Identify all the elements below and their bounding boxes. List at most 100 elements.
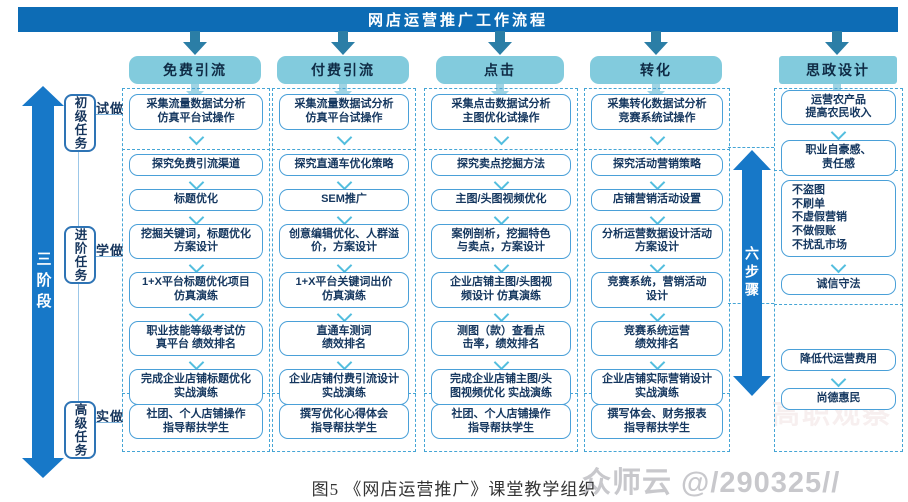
figure-caption: 图5 《网店运营推广》课堂教学组织 <box>311 480 597 499</box>
dashed-divider <box>122 149 270 150</box>
three-stages-arrow: 三阶段 <box>22 86 64 478</box>
stage-box-senior: 高级任务 <box>64 401 96 459</box>
down-chevron-icon <box>649 354 665 371</box>
down-chevron-icon <box>188 129 204 146</box>
column-header-conversion: 转化 <box>590 56 722 84</box>
column-clicks: 采集点击数据试分析 主图优化试操作 探究卖点挖掘方法 主图/头图视频优化 案例剖… <box>424 88 578 452</box>
down-chevron-icon <box>336 174 352 191</box>
down-arrow-icon <box>488 31 512 55</box>
down-chevron-icon <box>188 354 204 371</box>
task-box: 竞赛系统运营 绩效排名 <box>591 320 723 356</box>
task-box: 标题优化 <box>129 188 263 211</box>
column-header-clicks: 点击 <box>436 56 564 84</box>
down-chevron-icon <box>830 124 847 141</box>
dashed-divider <box>584 149 730 150</box>
task-box: SEM推广 <box>279 188 409 211</box>
task-box: 1+X平台关键词出价 仿真演练 <box>279 272 409 308</box>
task-box: 完成企业店铺主图/头 图视频优化 实战演练 <box>431 369 571 405</box>
column-header-free-traffic: 免费引流 <box>129 56 261 84</box>
phase-axis-label: 三阶段 <box>34 250 52 314</box>
step-axis-label: 六步骤 <box>744 246 760 300</box>
arrow-head-down-icon <box>22 458 64 478</box>
six-steps-arrow: 六步骤 <box>733 150 771 396</box>
task-box: 职业技能等级考试仿 真平台 绩效排名 <box>129 320 263 356</box>
column-ideology: 运营农产品 提高农民收入 职业自豪感、 责任感 不盗图 不刷单 不虚假营销 不做… <box>774 88 903 452</box>
arrow-head-up-icon <box>22 86 64 106</box>
down-chevron-icon <box>493 174 509 191</box>
dashed-divider <box>272 149 416 150</box>
stage-mode-label: 实做 <box>96 409 125 424</box>
task-box: 采集流量数据试分析 仿真平台试操作 <box>279 94 409 130</box>
task-box: 社团、个人店铺操作 指导帮扶学生 <box>431 403 571 440</box>
stage-box-advanced: 进阶任务 <box>64 226 96 284</box>
down-chevron-icon <box>649 174 665 191</box>
down-chevron-icon <box>649 129 665 146</box>
down-chevron-icon <box>493 209 509 225</box>
arrow-head-up-icon <box>733 150 771 170</box>
down-chevron-icon <box>493 306 509 322</box>
task-box: 撰写体会、财务报表 指导帮扶学生 <box>591 403 723 440</box>
down-chevron-icon <box>336 129 352 146</box>
task-box: 企业店铺实际营销设计 实战演练 <box>591 369 723 405</box>
stage-box-primary: 初级任务 <box>64 94 96 152</box>
mode-connector-line <box>96 114 122 115</box>
task-box: 企业店铺主图/头图视 频设计 仿真演练 <box>431 272 571 308</box>
down-arrow-icon <box>183 31 207 55</box>
column-free-traffic: 采集流量数据试分析 仿真平台试操作 探究免费引流渠道 标题优化 挖掘关键词，标题… <box>122 88 270 452</box>
down-arrow-icon <box>331 31 355 55</box>
task-box: 分析运营数据设计活动 方案设计 <box>591 223 723 259</box>
down-chevron-icon <box>649 257 665 274</box>
banner-title: 网店运营推广工作流程 <box>18 7 898 32</box>
task-box: 采集转化数据试分析 竞赛系统试操作 <box>591 94 723 130</box>
brand-watermark: 众师云 @/290325// <box>582 467 841 499</box>
task-box: 探究卖点挖掘方法 <box>431 154 571 176</box>
task-box: 降低代运营费用 <box>781 349 896 371</box>
down-chevron-icon <box>493 129 509 146</box>
task-box: 运营农产品 提高农民收入 <box>781 89 896 125</box>
task-box: 直通车测词 绩效排名 <box>279 320 409 356</box>
task-box: 完成企业店铺标题优化 实战演练 <box>129 369 263 405</box>
down-chevron-icon <box>336 354 352 371</box>
column-conversion: 采集转化数据试分析 竞赛系统试操作 探究活动营销策略 店铺营销活动设置 分析运营… <box>584 88 730 452</box>
column-paid-traffic: 采集流量数据试分析 仿真平台试操作 探究直通车优化策略 SEM推广 创意编辑优化… <box>272 88 416 452</box>
down-chevron-icon <box>830 371 847 388</box>
task-box: 店铺营销活动设置 <box>591 188 723 211</box>
down-chevron-icon <box>336 257 352 274</box>
task-box: 企业店铺付费引流设计 实战演练 <box>279 369 409 405</box>
task-box: 1+X平台标题优化项目 仿真演练 <box>129 272 263 308</box>
down-chevron-icon <box>649 209 665 225</box>
arrow-head-down-icon <box>733 376 771 396</box>
task-box: 主图/头图视频优化 <box>431 188 571 211</box>
down-arrow-icon <box>644 31 668 55</box>
down-chevron-icon <box>493 354 509 371</box>
task-box: 职业自豪感、 责任感 <box>781 140 896 176</box>
down-chevron-icon <box>188 209 204 225</box>
task-box: 探究直通车优化策略 <box>279 154 409 176</box>
stage-mode-label: 学做 <box>96 243 125 258</box>
dashed-line <box>728 147 774 148</box>
stage-mode-label: 试做 <box>96 101 125 116</box>
task-box: 探究免费引流渠道 <box>129 154 263 176</box>
task-box: 诚信守法 <box>781 273 896 296</box>
down-chevron-icon <box>188 257 204 274</box>
dashed-divider <box>774 304 903 305</box>
down-chevron-icon <box>649 306 665 322</box>
task-box: 撰写优化心得体会 指导帮扶学生 <box>279 403 409 440</box>
down-chevron-icon <box>336 209 352 225</box>
down-chevron-icon <box>493 257 509 274</box>
task-box: 测图（款）查看点 击率，绩效排名 <box>431 320 571 356</box>
down-chevron-icon <box>830 257 847 273</box>
dashed-divider <box>424 149 578 150</box>
down-arrow-icon <box>825 31 849 55</box>
task-box: 挖掘关键词，标题优化 方案设计 <box>129 223 263 259</box>
column-header-paid-traffic: 付费引流 <box>277 56 409 84</box>
task-box: 竞赛系统，营销活动 设计 <box>591 272 723 308</box>
task-box: 社团、个人店铺操作 指导帮扶学生 <box>129 403 263 440</box>
mode-connector-line <box>96 422 122 423</box>
down-chevron-icon <box>336 306 352 322</box>
down-chevron-icon <box>188 174 204 191</box>
task-box: 不盗图 不刷单 不虚假营销 不做假账 不扰乱市场 <box>781 179 896 257</box>
task-box: 创意编辑优化、人群溢 价，方案设计 <box>279 223 409 259</box>
task-box: 采集点击数据试分析 主图优化试操作 <box>431 94 571 130</box>
